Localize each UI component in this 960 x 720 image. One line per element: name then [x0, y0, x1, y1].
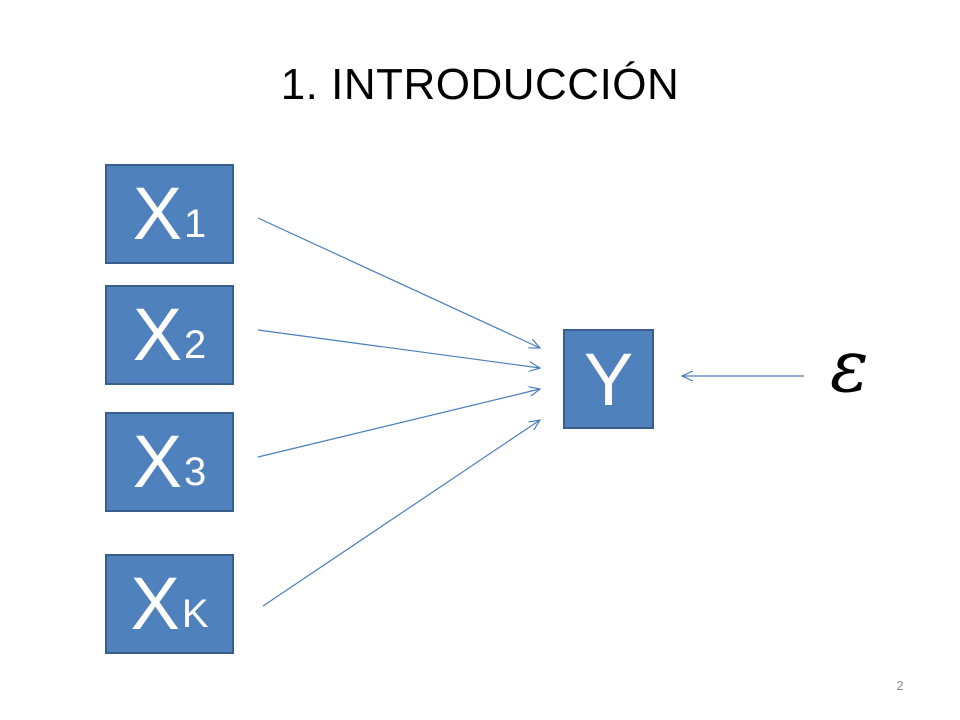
arrow-x3-to-y — [257, 389, 540, 458]
input-x2-subscript: 2 — [184, 323, 207, 367]
output-box-y: Y — [563, 329, 654, 429]
output-y-label: Y — [583, 337, 634, 421]
epsilon-symbol: ε — [830, 324, 869, 408]
arrow-x1-to-y — [257, 217, 540, 348]
input-x2-letter: X — [132, 293, 183, 376]
input-xk-letter: X — [130, 562, 180, 645]
input-x1-letter: X — [132, 172, 183, 255]
input-x3-letter: X — [132, 420, 183, 503]
slide-title: 1. INTRODUCCIÓN — [280, 60, 680, 109]
arrow-x2-to-y — [257, 329, 540, 368]
page-number: 2 — [896, 678, 904, 693]
arrow-xk-to-y — [262, 420, 540, 607]
input-x3-subscript: 3 — [184, 450, 207, 494]
input-xk-subscript: K — [181, 592, 209, 636]
input-x1-subscript: 1 — [184, 202, 207, 246]
